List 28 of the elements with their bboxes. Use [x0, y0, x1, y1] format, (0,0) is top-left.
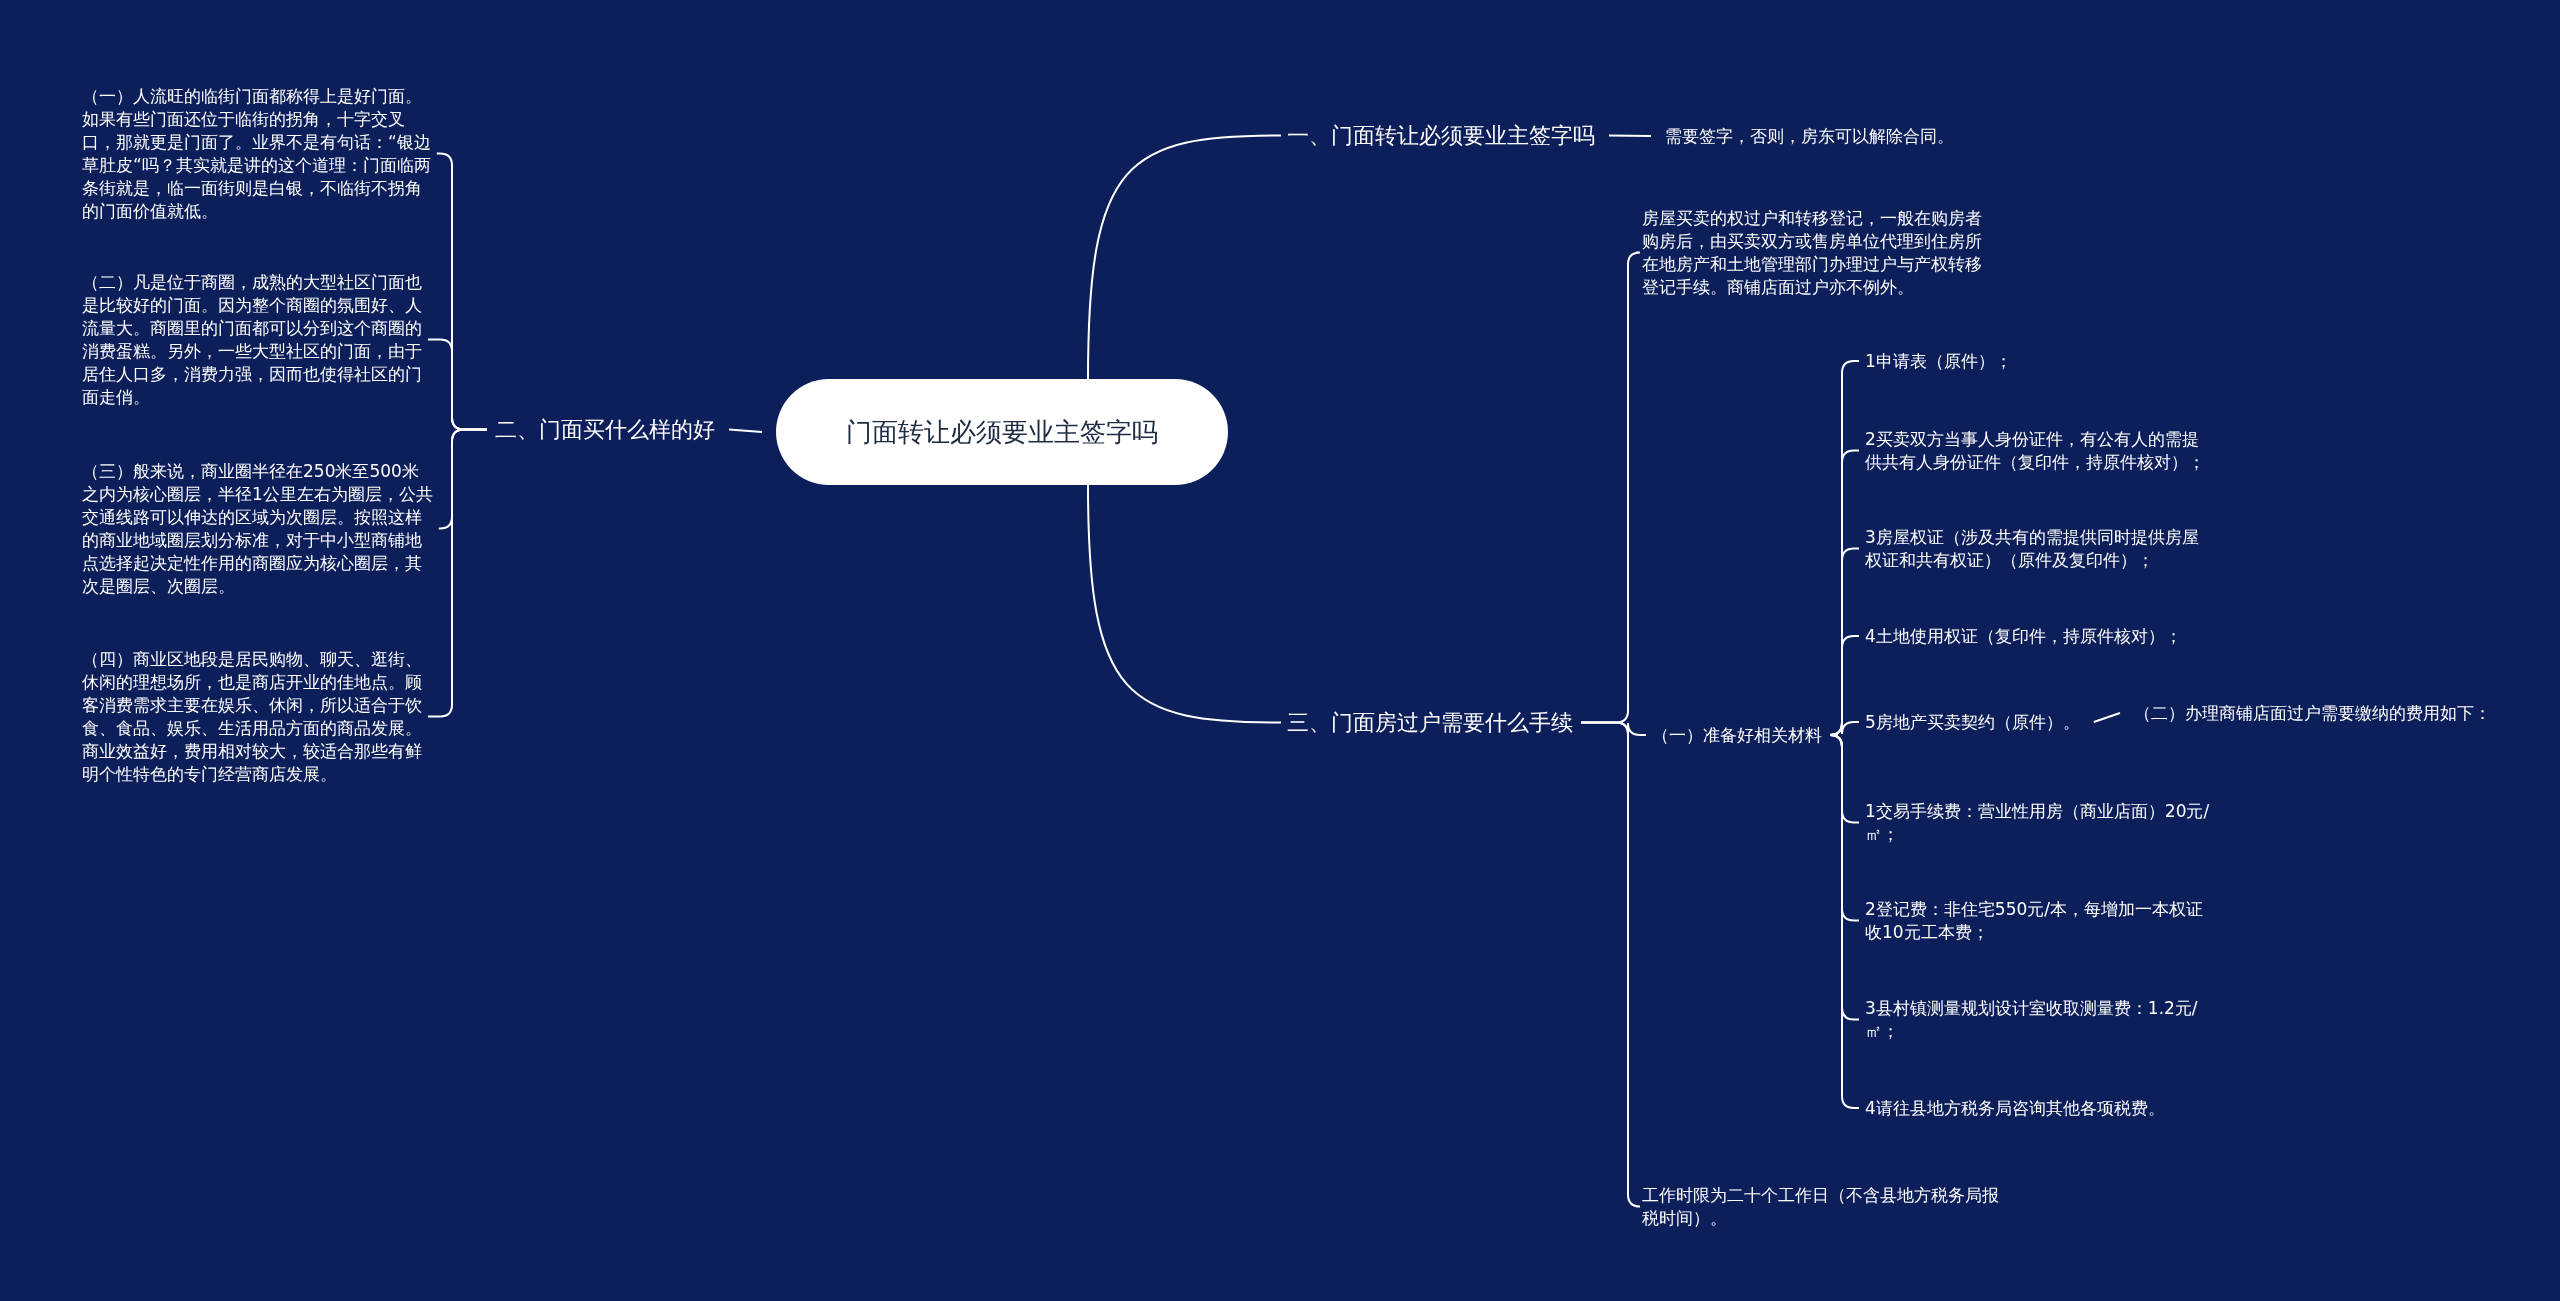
note-text: 3房屋权证（涉及共有的需提供同时提供房屋权证和共有权证）（原件及复印件）；: [1865, 526, 2215, 572]
note-text: 3县村镇测量规划设计室收取测量费：1.2元/㎡；: [1865, 997, 2215, 1043]
connector-line: [1608, 134, 1652, 137]
note-text: （四）商业区地段是居民购物、聊天、逛街、休闲的理想场所，也是商店开业的佳地点。顾客消费需求主要在娱乐、休闲，所以适合于饮食、食品、娱乐、生活用品方面的商品发展。商业效益好，费用相对较大，较适合那些有鲜明个性特色的专门经营商店发展。: [82, 648, 434, 786]
central-topic: 门面转让必须要业主签字吗: [776, 379, 1228, 485]
branch-label: 一、门面转让必须要业主签字吗: [1287, 121, 1617, 151]
note-text: 4土地使用权证（复印件，持原件核对）；: [1865, 625, 2215, 648]
note-text: 需要签字，否则，房东可以解除合同。: [1665, 125, 2065, 148]
note-text: （二）办理商铺店面过户需要缴纳的费用如下：: [2134, 702, 2494, 725]
note-text: （三）般来说，商业圈半径在250米至500米之内为核心圈层，半径1公里左右为圈层，公共交通线路可以伸达的区域为次圈层。按照这样的商业地域圈层划分标准，对于中小型商铺地点选择起决定性作用的商圈应为核心圈层，其次是圈层、次圈层。: [82, 460, 434, 598]
topic-label: （一）准备好相关材料: [1652, 724, 1832, 747]
note-text: 1申请表（原件）；: [1865, 350, 2215, 373]
connector-line: [728, 428, 763, 433]
connector-line: [2092, 712, 2121, 723]
note-text: （一）人流旺的临街门面都称得上是好门面。如果有些门面还位于临街的拐角，十字交叉口，那就更是门面了。业界不是有句话：“银边草肚皮“吗？其实就是讲的这个道理：门面临两条街就是，临一面街则是白银，不临街不拐角的门面价值就低。: [82, 85, 434, 223]
note-text: 房屋买卖的权过户和转移登记，一般在购房者购房后，由买卖双方或售房单位代理到住房所在地房产和土地管理部门办理过户与产权转移登记手续。商铺店面过户亦不例外。: [1642, 207, 1994, 299]
note-text: 1交易手续费：营业性用房（商业店面）20元/㎡；: [1865, 800, 2215, 846]
note-text: 4请往县地方税务局咨询其他各项税费。: [1865, 1097, 2215, 1120]
note-text: （二）凡是位于商圈，成熟的大型社区门面也是比较好的门面。因为整个商圈的氛围好、人流量大。商圈里的门面都可以分到这个商圈的消费蛋糕。另外，一些大型社区的门面，由于居住人口多，消费力强，因而也使得社区的门面走俏。: [82, 271, 434, 409]
note-text: 5房地产买卖契约（原件）。: [1865, 711, 2125, 734]
note-text: 2登记费：非住宅550元/本，每增加一本权证收10元工本费；: [1865, 898, 2215, 944]
connector-line: [1580, 721, 1641, 1208]
note-text: 2买卖双方当事人身份证件，有公有人的需提供共有人身份证件（复印件，持原件核对）；: [1865, 428, 2215, 474]
note-text: 工作时限为二十个工作日（不含县地方税务局报税时间）。: [1642, 1184, 2002, 1230]
connector-line: [1087, 134, 1282, 380]
connector-line: [1087, 484, 1282, 724]
branch-label: 三、门面房过户需要什么手续: [1287, 708, 1587, 738]
branch-label: 二、门面买什么样的好: [495, 415, 735, 445]
